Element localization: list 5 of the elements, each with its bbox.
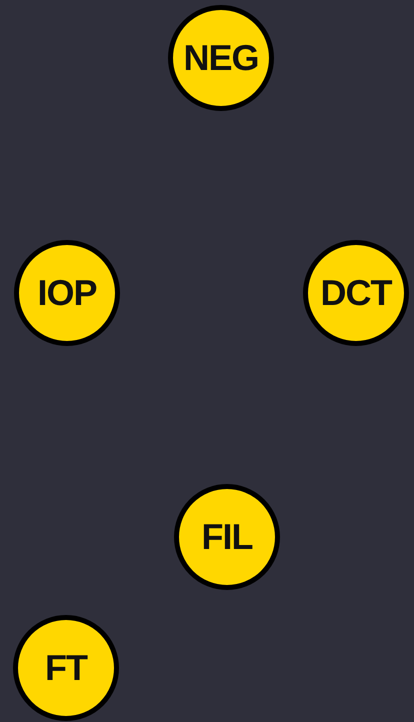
circle-node: DCT	[303, 240, 409, 346]
circle-node: IOP	[14, 240, 120, 346]
circle-node: FIL	[174, 484, 280, 590]
circle-node: NEG	[168, 5, 274, 111]
circle-node: FT	[13, 615, 119, 721]
